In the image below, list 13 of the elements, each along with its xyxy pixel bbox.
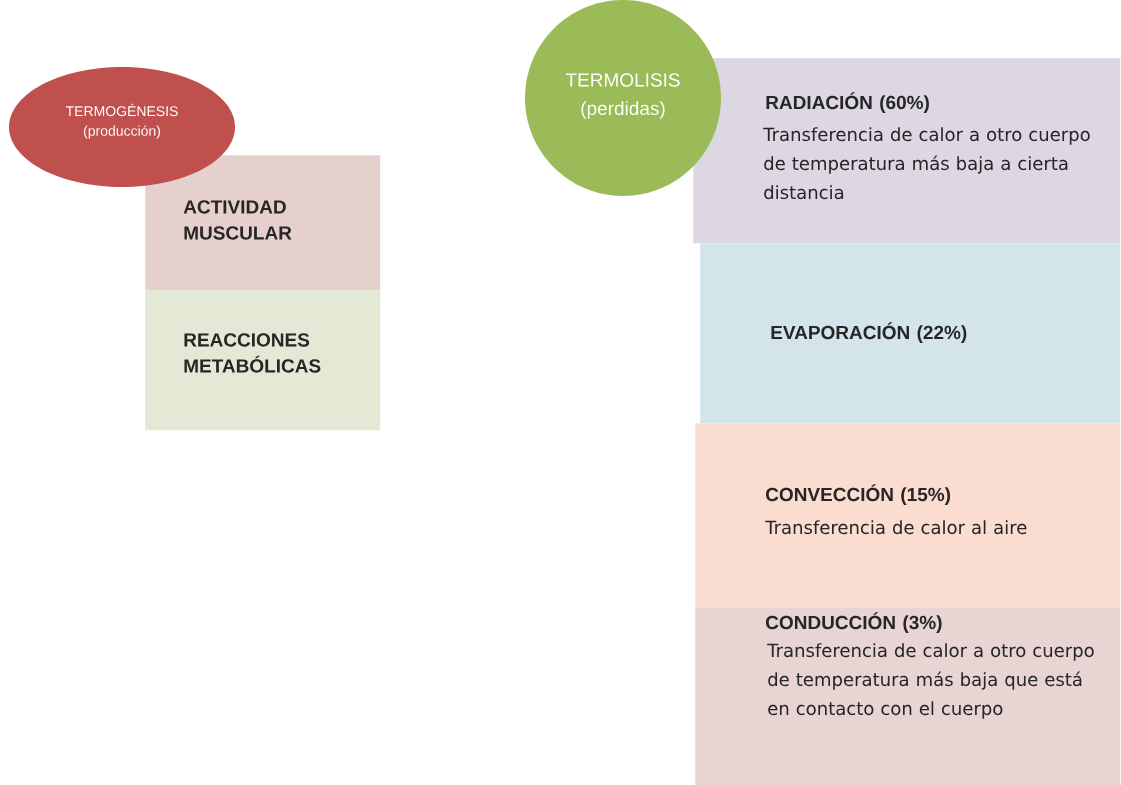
shape-label: TERMOLISIS [565,73,680,87]
description: Transferencia de calor a otro cuerpo de temperatura más baja a cierta distancia [763,127,1090,200]
heading: CONVECCIÓN (15%) [766,484,951,505]
heading: EVAPORACIÓN (22%) [771,322,967,343]
heading: CONDUCCIÓN (3%) [766,612,942,633]
heading: ACTIVIDAD MUSCULAR [183,200,292,240]
shape-label: (producción) [83,125,161,139]
shape-label: (perdidas) [581,101,665,119]
shape-label: TERMOGÉNESIS [65,103,178,117]
description: Transferencia de calor a otro cuerpo de temperatura más baja que está en contacto con el cuerpo [767,643,1094,719]
description: Transferencia de calor al aire [765,520,1027,535]
heading: RADIACIÓN (60%) [766,92,929,113]
heading: REACCIONES METABÓLICAS [184,333,321,373]
